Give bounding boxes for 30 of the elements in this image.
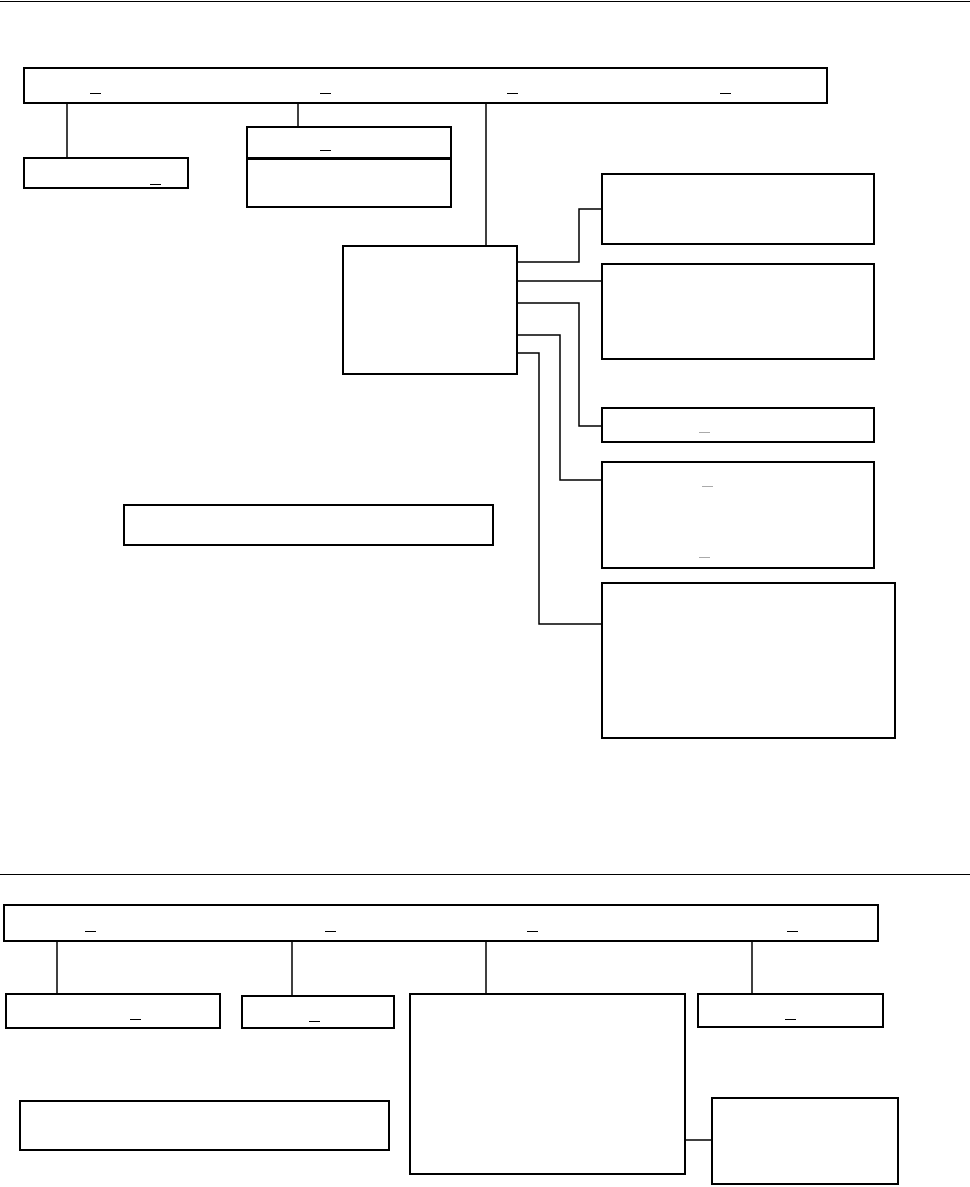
connector-line [66,103,68,158]
empty-box [697,993,884,1028]
connector-line [517,280,602,282]
empty-box [3,904,879,942]
empty-box [342,245,518,375]
connector-line [517,208,602,263]
empty-box [19,1100,390,1151]
connector-line [517,334,602,481]
empty-box [711,1097,899,1185]
empty-box [23,67,828,104]
empty-box [601,173,875,245]
empty-box [246,126,452,208]
connector-line [297,103,299,127]
connector-line [517,302,602,427]
empty-box [23,157,189,189]
empty-box [123,504,494,546]
connector-line [517,352,602,625]
empty-box [601,407,875,443]
empty-box [5,993,221,1029]
empty-box [601,582,896,739]
empty-box [409,993,686,1175]
connector-line [56,941,58,994]
empty-box [601,263,875,360]
connector-line [485,941,487,994]
connector-line [291,941,293,996]
empty-box [241,995,395,1029]
empty-box [601,461,875,569]
connector-line [485,103,487,246]
connector-line [751,941,753,994]
connector-line [685,1139,712,1141]
